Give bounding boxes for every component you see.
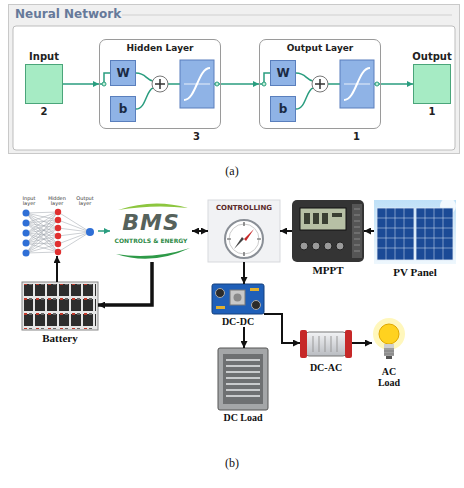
layer-label: Hidden layer xyxy=(44,196,70,207)
hidden-layer-box: Hidden Layer3Wb xyxy=(99,39,221,129)
component-label: Battery xyxy=(22,332,98,344)
battery-bank-art xyxy=(22,282,98,330)
flow-arrow xyxy=(352,342,372,344)
layer-label: Input layer xyxy=(16,196,42,207)
parameter-symbol: b xyxy=(279,102,288,116)
dc-load: DC Load xyxy=(218,348,268,423)
battery-bank: Battery xyxy=(22,282,98,344)
parameter-symbol: W xyxy=(116,66,129,80)
ac-load-bulb: AC Load xyxy=(372,316,406,388)
flow-arrow xyxy=(56,256,58,282)
size-number: 2 xyxy=(41,106,48,117)
bms-logo-art xyxy=(110,200,192,262)
bms-logo: BMS CONTROLS & ENERGY xyxy=(110,200,192,262)
parameter-symbol: W xyxy=(276,66,289,80)
flow-arrow xyxy=(63,83,99,85)
mppt-device-art xyxy=(292,200,364,262)
network-window: Neural NetworkInput2Hidden Layer3WbOutpu… xyxy=(8,4,460,154)
window-frame xyxy=(8,4,460,154)
component-label: MPPT xyxy=(292,264,364,276)
light-bulb-art xyxy=(373,318,405,359)
flow-arrow xyxy=(243,262,245,284)
dc-dc-converter: DC-DC xyxy=(212,284,264,327)
weight-box: W xyxy=(110,60,136,86)
dc-ac-inverter: DC-AC xyxy=(300,326,352,373)
mppt-controller: MPPT xyxy=(292,200,364,276)
compass-art xyxy=(208,200,280,262)
layer-title: Output Layer xyxy=(260,40,380,53)
solar-panel-art xyxy=(374,198,456,264)
flow-arrow xyxy=(243,327,245,348)
flow-arrow xyxy=(364,230,374,232)
flow-arrow xyxy=(98,262,152,305)
logo-text: BMS xyxy=(110,212,192,234)
block-label: Input xyxy=(29,51,59,62)
block-label: Output xyxy=(412,51,451,62)
flow-arrow xyxy=(264,314,300,343)
flow-arrow xyxy=(192,230,208,232)
component-label: AC Load xyxy=(372,366,406,388)
controlling-figure: CONTROLLING xyxy=(208,200,280,262)
flow-arrow xyxy=(98,230,110,232)
layer-label-row: Input layerHidden layerOutput layer xyxy=(16,196,98,207)
output-layer-box: Output Layer1Wb xyxy=(259,39,381,129)
flow-arrow xyxy=(381,83,413,85)
panel-label: (b) xyxy=(225,456,239,471)
dc-load-art xyxy=(218,348,268,410)
parameter-symbol: b xyxy=(119,102,128,116)
pv-panel: PV Panel xyxy=(374,200,456,278)
component-label: DC-DC xyxy=(212,316,264,327)
bias-box: b xyxy=(270,96,296,122)
layer-label: Output layer xyxy=(72,196,98,207)
component-label: DC Load xyxy=(218,412,268,423)
bias-box: b xyxy=(110,96,136,122)
panel-label: (a) xyxy=(225,164,238,179)
neuron-count: 3 xyxy=(193,131,200,142)
flow-arrow xyxy=(280,230,292,232)
figure-caption: CONTROLLING xyxy=(208,204,280,212)
size-number: 1 xyxy=(429,106,436,117)
neuron-count: 1 xyxy=(353,131,360,142)
layer-title: Hidden Layer xyxy=(100,40,220,53)
inverter-art xyxy=(300,330,352,358)
input-block: Input2 xyxy=(25,64,63,104)
neural-net-drawing xyxy=(23,209,95,257)
component-label: DC-AC xyxy=(300,362,352,373)
weight-box: W xyxy=(270,60,296,86)
logo-tagline: CONTROLS & ENERGY xyxy=(110,237,192,244)
flow-arrow xyxy=(221,83,259,85)
output-block: Output1 xyxy=(413,64,451,104)
window-title: Neural Network xyxy=(15,7,121,21)
neural-net-figure: Input layerHidden layerOutput layer xyxy=(16,196,98,256)
converter-board-art xyxy=(212,284,264,314)
component-label: PV Panel xyxy=(374,266,456,278)
